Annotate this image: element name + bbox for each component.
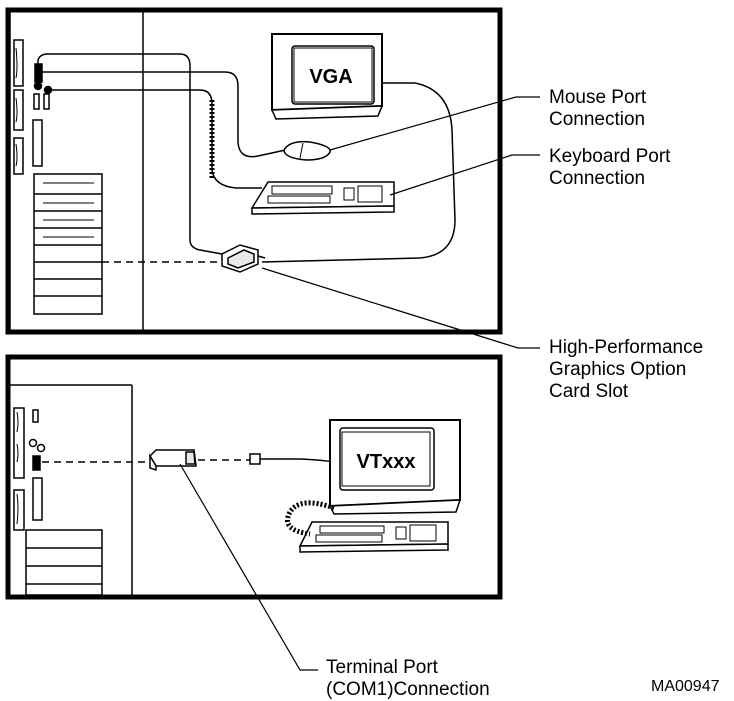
mouse-icon: [283, 140, 331, 161]
top-cables: [37, 53, 456, 263]
vga-monitor: VGA: [270, 33, 384, 120]
vga-label: VGA: [309, 66, 352, 88]
figure-id: MA00947: [651, 678, 720, 695]
terminal-connector: [249, 453, 335, 465]
mouse-port-callout: Mouse Port Connection: [549, 87, 647, 130]
system-unit-bottom: [10, 384, 133, 596]
system-unit-top: [9, 12, 144, 330]
graphics-connector-top: [221, 244, 266, 273]
top-leaders: [261, 96, 540, 349]
bottom-panel-frame: [5, 354, 503, 600]
vtxxx-label: VTxxx: [357, 451, 416, 473]
com1-adapter: [149, 449, 197, 472]
keyboard-icon: [250, 181, 395, 215]
vtxxx-monitor: VTxxx: [328, 419, 462, 515]
terminal-port-callout: Terminal Port (COM1)Connection: [326, 657, 490, 700]
keyboard-port-callout: Keyboard Port Connection: [549, 146, 671, 189]
terminal-keyboard-icon: [285, 500, 449, 553]
top-panel-frame: [5, 7, 503, 335]
graphics-slot-callout: High-Performance Graphics Option Card Sl…: [549, 337, 704, 402]
terminal-leader: [179, 463, 318, 671]
